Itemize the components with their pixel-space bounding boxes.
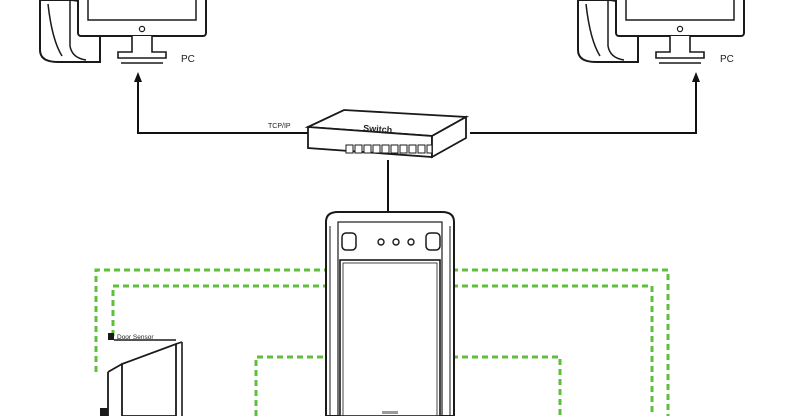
tcp-ip-connections xyxy=(137,80,697,214)
pc-left-label: PC xyxy=(181,54,195,65)
network-switch-icon xyxy=(304,109,470,159)
wiring-dashed xyxy=(94,268,670,416)
tcp-ip-label: TCP/IP xyxy=(268,123,291,130)
face-recognition-terminal-icon xyxy=(325,211,455,416)
pc-right-icon xyxy=(577,0,745,64)
pc-right-label: PC xyxy=(720,54,734,65)
switch-label: Switch xyxy=(363,123,393,135)
pc-left-icon xyxy=(39,0,207,64)
door-sensor-label: Door Sensor xyxy=(117,334,154,341)
door-icon xyxy=(100,341,183,416)
door-sensor-icon xyxy=(108,333,176,341)
